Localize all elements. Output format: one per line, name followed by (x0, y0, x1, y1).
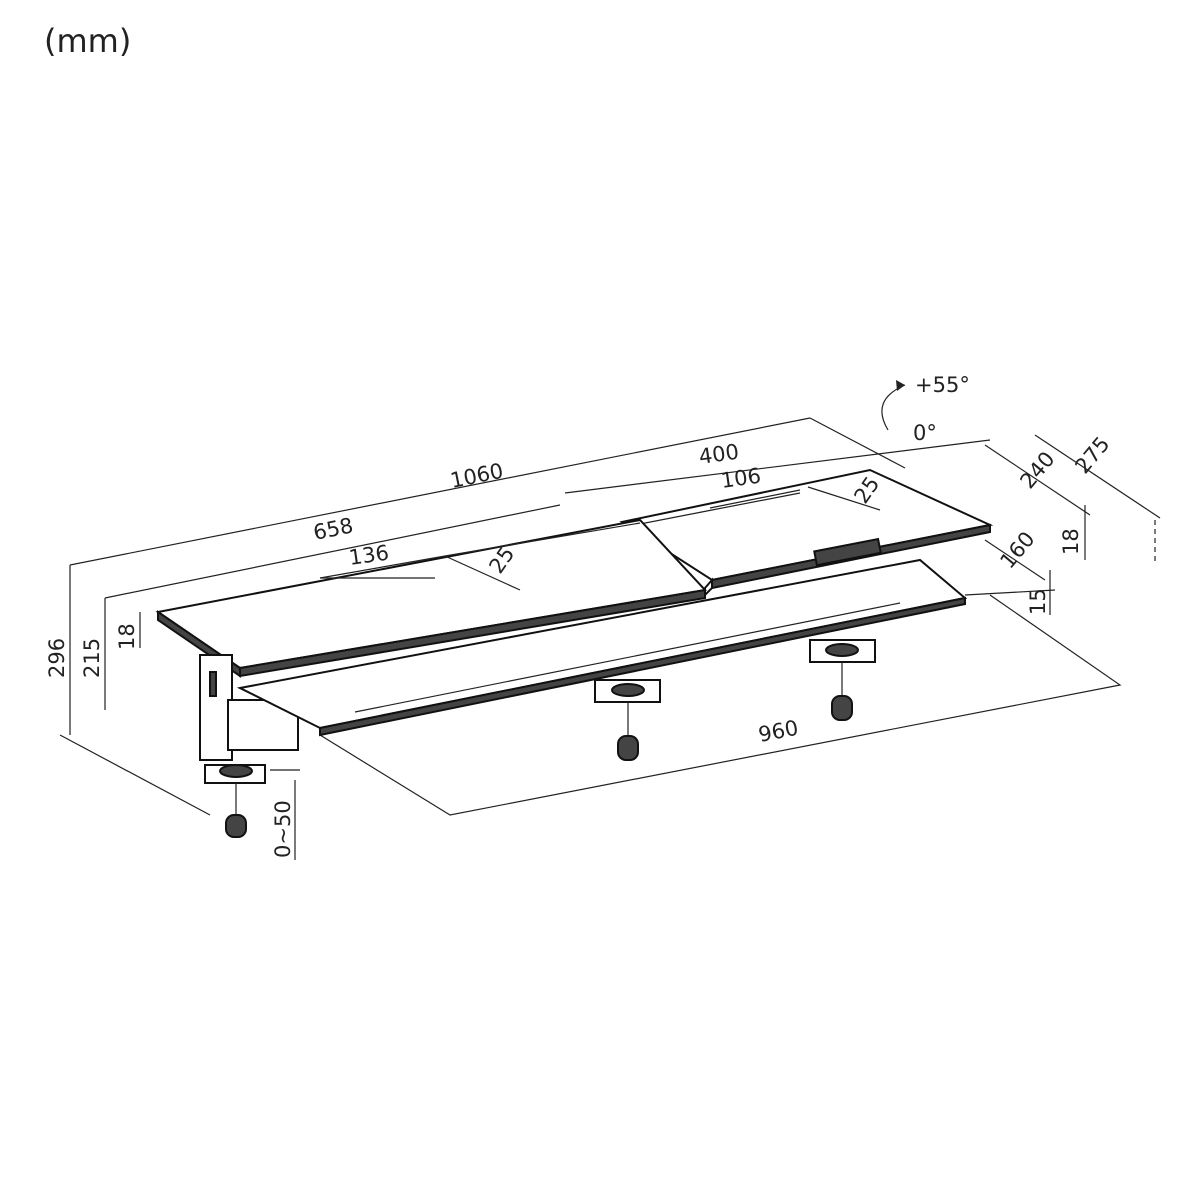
tilt-min-label: 0° (913, 421, 937, 445)
dim-left-cutout-width: 136 (347, 541, 390, 570)
keyboard-tray (236, 558, 968, 737)
dim-riser-thickness: 18 (1059, 528, 1083, 555)
dim-left-shelf-width: 658 (311, 513, 355, 545)
dim-shelf-thickness: 18 (115, 623, 139, 650)
dim-right-cutout-width: 106 (719, 464, 762, 493)
dim-shelf-height: 215 (80, 638, 104, 678)
dimension-lines (69, 380, 1161, 860)
tray-clamp-left (594, 679, 661, 761)
riser-hinge (813, 537, 882, 567)
main-shelf (155, 518, 707, 678)
dim-tray-depth: 160 (995, 527, 1039, 573)
dim-riser-width: 400 (697, 440, 740, 469)
dim-clamp-range: 0~50 (271, 800, 295, 858)
dim-overall-depth: 275 (1070, 432, 1114, 478)
unit-label: (mm) (44, 22, 132, 60)
dim-overall-width: 1060 (448, 459, 505, 493)
dim-tray-thickness: 15 (1026, 588, 1050, 615)
tilt-max-label: +55° (915, 373, 970, 397)
riser-shelf (619, 468, 994, 598)
dim-overall-height: 296 (45, 638, 69, 678)
desk-footprint-lines (59, 594, 1122, 816)
tray-clamp-right (809, 639, 876, 721)
dim-tray-width: 960 (756, 716, 800, 747)
dim-riser-depth: 240 (1015, 447, 1059, 493)
